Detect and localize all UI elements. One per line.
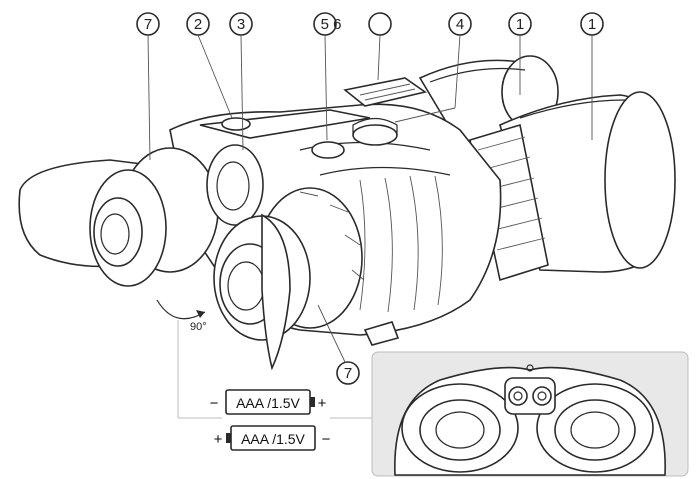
battery-1: − AAA /1.5V + [210, 389, 327, 415]
top-button [221, 117, 251, 131]
battery-compartment-inset [371, 351, 689, 477]
callout-2: 2 [186, 12, 233, 119]
svg-text:−: − [322, 431, 331, 448]
svg-text:7: 7 [144, 16, 152, 33]
svg-text:AAA /1.5V: AAA /1.5V [236, 395, 300, 411]
inset-battery-cover [504, 364, 556, 415]
battery-2: + AAA /1.5V − [214, 425, 331, 451]
svg-text:7: 7 [344, 365, 352, 382]
strap-loop [363, 321, 400, 346]
svg-text:+: + [214, 431, 223, 448]
callout-7-bottom: 7 [317, 304, 360, 385]
ir-switch [343, 77, 427, 107]
callout-3: 3 [229, 12, 253, 151]
diopter-ring-left [206, 144, 264, 226]
svg-text:AAA /1.5V: AAA /1.5V [241, 431, 305, 447]
guide-lines [177, 320, 372, 419]
svg-text:4: 4 [456, 16, 464, 33]
svg-text:+: + [318, 395, 327, 412]
callout-blank [368, 12, 392, 81]
svg-text:5 6: 5 6 [321, 16, 342, 33]
svg-text:2: 2 [194, 16, 202, 33]
svg-text:1: 1 [516, 16, 524, 33]
callout-4: 4 [394, 12, 472, 123]
objective-lens-near [469, 91, 676, 282]
power-knob [352, 117, 398, 146]
center-button [311, 141, 345, 159]
inset-eyepiece-right [536, 383, 654, 473]
callout-1-a: 1 [508, 12, 532, 95]
callout-5-6: 5 6 [313, 12, 342, 141]
svg-text:3: 3 [237, 16, 245, 33]
callout-1-b: 1 [580, 12, 604, 140]
callout-7-top: 7 [136, 12, 160, 161]
svg-text:90°: 90° [190, 321, 207, 333]
eyepiece-right [213, 187, 365, 371]
svg-text:1: 1 [588, 16, 596, 33]
inset-eyepiece-left [401, 383, 519, 473]
rotation-arrow: 90° [156, 299, 207, 333]
svg-text:−: − [210, 395, 219, 412]
eyepiece-left [89, 147, 219, 287]
